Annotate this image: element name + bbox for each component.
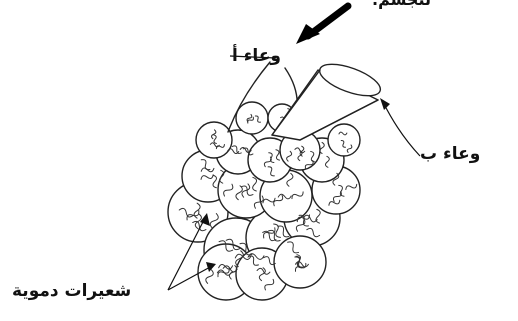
label-vessel-b: وعاء ب: [420, 146, 480, 163]
leader-vessel-b: [383, 102, 420, 156]
top-partial-text: لتجسم.: [372, 0, 431, 8]
pointer-arrow: [296, 6, 348, 44]
label-capillaries: شعيرات دموية: [12, 283, 131, 300]
label-vessel-a: وعاء أ: [232, 48, 281, 65]
